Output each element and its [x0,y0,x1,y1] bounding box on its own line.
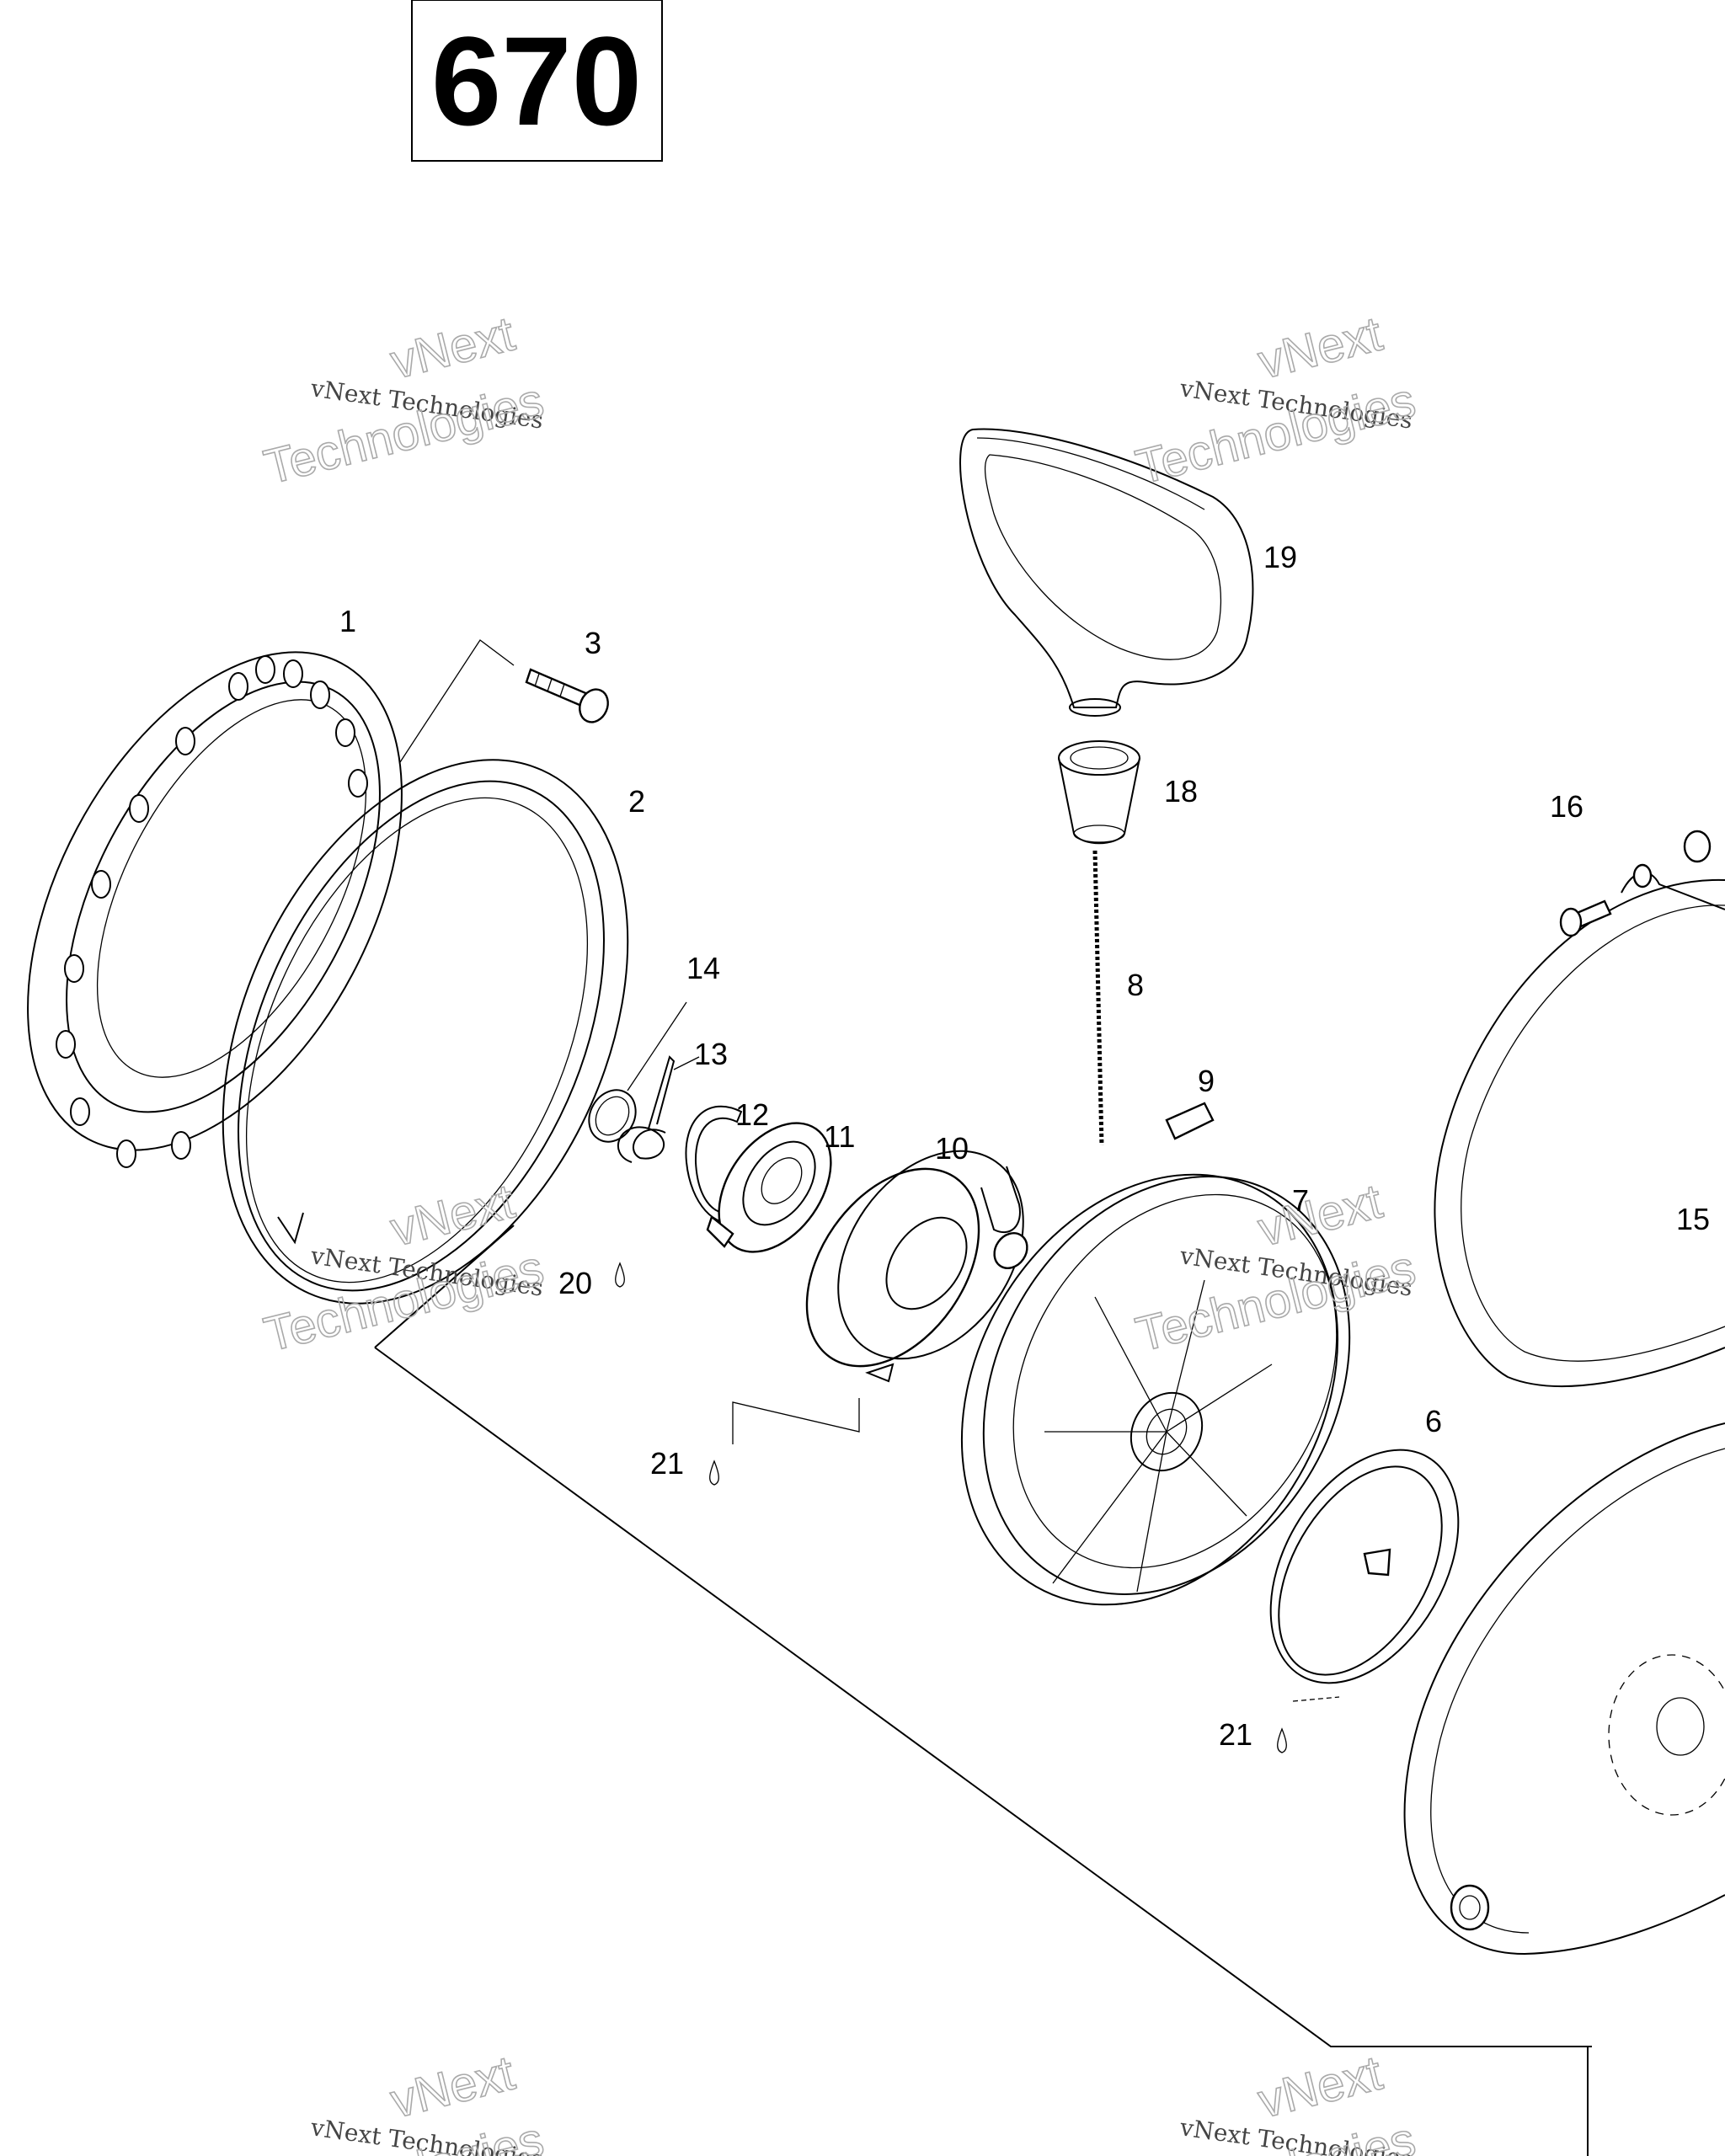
part-2-ring [222,759,629,1305]
part-13-spring [617,1055,700,1163]
part-19-handle [959,428,1254,717]
part-16-screw [1559,830,1725,937]
callout-7: 7 [1292,1183,1309,1218]
callout-11: 11 [824,1119,855,1154]
watermark-6: vNext Technologies vNext Technologies [1130,2045,1422,2156]
svg-text:vNext: vNext [1252,1174,1387,1257]
leader-21b [1292,1696,1340,1702]
part-1-ring [27,651,403,1168]
part-10-cam [805,1150,1028,1383]
callout-16: 16 [1550,789,1583,824]
callout-labels: 1 2 3 6 7 8 9 10 11 12 13 14 15 16 18 19… [339,540,1710,1752]
part-11-pawl [706,1122,832,1253]
callout-18: 18 [1164,774,1198,808]
callout-21a: 21 [650,1446,684,1481]
callout-14: 14 [686,951,720,985]
watermark-4: vNext Technologies vNext Technologies [1130,1173,1422,1364]
drop-icon-21a [709,1460,719,1486]
svg-text:vNext: vNext [385,2046,520,2129]
callout-3: 3 [585,626,601,660]
page-number-box: 670 [411,0,663,162]
part-18-grommet [1058,740,1140,845]
page-number: 670 [431,10,642,152]
callout-6: 6 [1425,1404,1442,1438]
watermark-2: vNext Technologies vNext Technologies [1130,306,1422,496]
svg-text:vNext: vNext [385,307,520,390]
leader-1 [399,639,515,763]
svg-text:vNext: vNext [385,1174,520,1257]
part-15-ring [1434,878,1725,1388]
svg-text:vNext: vNext [1252,307,1387,390]
svg-text:vNext: vNext [1252,2046,1387,2129]
part-14-ring [588,1001,687,1143]
callout-9: 9 [1198,1064,1215,1098]
callout-2: 2 [628,784,645,819]
part-7-pulley [960,1173,1351,1606]
watermark-1: vNext Technologies vNext Technologies [259,306,550,496]
drop-icon-21b [1277,1727,1287,1753]
part-9-key [1165,1102,1215,1140]
part-6-spring [1269,1449,1460,1684]
callout-13: 13 [694,1037,728,1071]
callout-8: 8 [1127,968,1144,1002]
part-3-screw [525,668,609,723]
part-8-rope [1092,850,1104,1146]
assembly-outline [374,1225,1592,2156]
callout-12: 12 [735,1097,769,1132]
callout-21b: 21 [1219,1717,1252,1752]
watermark-3: vNext Technologies vNext Technologies [259,1173,550,1364]
callout-19: 19 [1263,540,1297,574]
callout-10: 10 [935,1131,969,1166]
callout-15: 15 [1676,1202,1710,1236]
drop-icon-20 [615,1262,625,1288]
callout-20: 20 [558,1266,592,1300]
watermark-5: vNext Technologies vNext Technologies [259,2045,550,2156]
callout-1: 1 [339,604,356,638]
housing-cover [1403,1422,1725,1956]
leader-21a [732,1398,860,1444]
